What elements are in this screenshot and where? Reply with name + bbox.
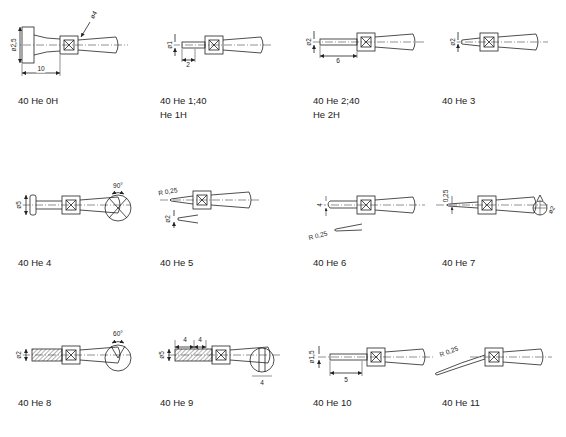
dimension-label: R 0,25 [438, 345, 460, 358]
dimension-label: R 0,25 [307, 230, 329, 242]
part-caption: 40 He 4 [18, 258, 51, 268]
dimension-label: ø1,5 [309, 349, 316, 364]
part-caption: 40 He 8 [18, 398, 51, 408]
part-caption: 40 He 11 [442, 398, 480, 408]
dimension-label: R 0,25 [157, 187, 179, 197]
dimension-label: ø2 [16, 350, 23, 360]
dimension-label: ø5 [16, 200, 23, 210]
part-caption: He 2H [313, 110, 340, 120]
dimension-label: ø5 [159, 350, 166, 360]
dimension-label: ø2,5 [11, 37, 18, 52]
part-caption: 40 He 3 [442, 96, 475, 106]
dimension-label: ø4 [89, 9, 99, 21]
dimension-label: 5 [343, 377, 349, 384]
dimension-label: 4 [197, 337, 203, 344]
part-caption: 40 He 5 [160, 258, 193, 268]
dimension-label: 90° [112, 183, 124, 190]
part-caption: He 1H [160, 110, 187, 120]
dimension-label: 4 [317, 202, 324, 208]
part-caption: 40 He 7 [442, 258, 475, 268]
dimension-label: 0,25 [443, 189, 450, 204]
dimension-label: 6 [335, 58, 341, 65]
dimension-label: ø2 [450, 37, 457, 47]
dimension-label: 2 [185, 62, 191, 69]
part-caption: 40 He 6 [313, 258, 346, 268]
dimension-label: 4 [259, 380, 265, 387]
part-caption: 40 He 10 [313, 398, 352, 408]
part-caption: 40 He 2;40 [313, 96, 359, 106]
dimension-label: ø2 [306, 37, 313, 47]
dimension-label: 60° [112, 331, 124, 338]
part-caption: 40 He 9 [160, 398, 193, 408]
part-caption: 40 He 0H [18, 96, 58, 106]
dimension-label: 4 [182, 337, 188, 344]
dimension-label: ø2 [547, 204, 557, 216]
dimension-label: 10 [36, 66, 45, 73]
part-caption: 40 He 1;40 [160, 96, 206, 106]
dimension-label: ø2 [165, 214, 172, 224]
dimension-label: ø1 [167, 40, 174, 50]
